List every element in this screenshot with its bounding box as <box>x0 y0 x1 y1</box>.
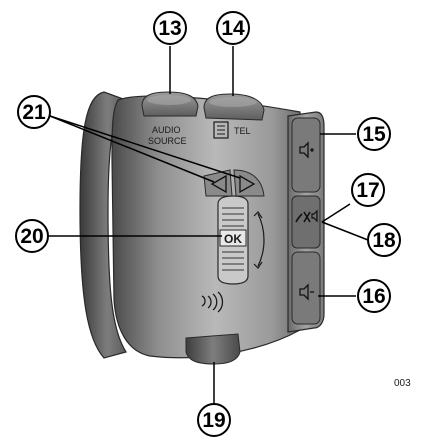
figure-code: 003 <box>394 378 411 389</box>
rotation-arrows <box>253 211 265 269</box>
scroll-wheel[interactable]: OK <box>217 195 249 285</box>
ok-button[interactable] <box>219 229 247 247</box>
left-arrow-icon <box>210 174 227 194</box>
svg-text:18: 18 <box>372 229 396 252</box>
callout-21: 21 <box>17 95 51 129</box>
callout-13: 13 <box>153 11 187 45</box>
svg-text:17: 17 <box>356 179 379 202</box>
callout-15: 15 <box>357 117 391 151</box>
svg-text:15: 15 <box>362 123 386 146</box>
callout-16: 16 <box>357 279 391 313</box>
callout-17: 17 <box>351 173 385 207</box>
phone-mute-button[interactable] <box>291 195 321 249</box>
audio-label-line2: SOURCE <box>148 136 187 146</box>
volume-down-icon <box>299 283 314 301</box>
leader-lines <box>48 46 369 404</box>
tel-label: TEL <box>234 126 251 136</box>
svg-text:14: 14 <box>221 17 245 40</box>
volume-down-button[interactable] <box>291 251 321 325</box>
audio-label-line1: AUDIO <box>152 125 181 135</box>
right-arrow-button[interactable] <box>233 169 265 197</box>
volume-up-button[interactable] <box>291 117 321 193</box>
audio-source-button[interactable] <box>141 91 199 117</box>
control-unit-body <box>111 95 301 359</box>
callout-20: 20 <box>15 219 49 253</box>
svg-text:19: 19 <box>202 409 225 432</box>
tel-button[interactable] <box>203 93 265 121</box>
phone-mute-icon <box>295 209 318 223</box>
voice-command-icon <box>201 291 224 313</box>
tel-book-icon <box>213 121 229 139</box>
callout-19: 19 <box>197 403 231 437</box>
volume-up-icon <box>299 141 314 159</box>
svg-text:20: 20 <box>20 225 43 248</box>
callout-14: 14 <box>216 11 250 45</box>
svg-text:16: 16 <box>362 285 385 308</box>
svg-text:13: 13 <box>158 17 181 40</box>
right-arrow-icon <box>239 174 256 194</box>
svg-text:21: 21 <box>22 101 46 124</box>
callout-18: 18 <box>367 223 401 257</box>
scroll-wheel-icon <box>222 207 244 271</box>
ok-label: OK <box>224 232 242 246</box>
bottom-wheel[interactable] <box>185 333 241 365</box>
mounting-flange <box>79 91 128 359</box>
